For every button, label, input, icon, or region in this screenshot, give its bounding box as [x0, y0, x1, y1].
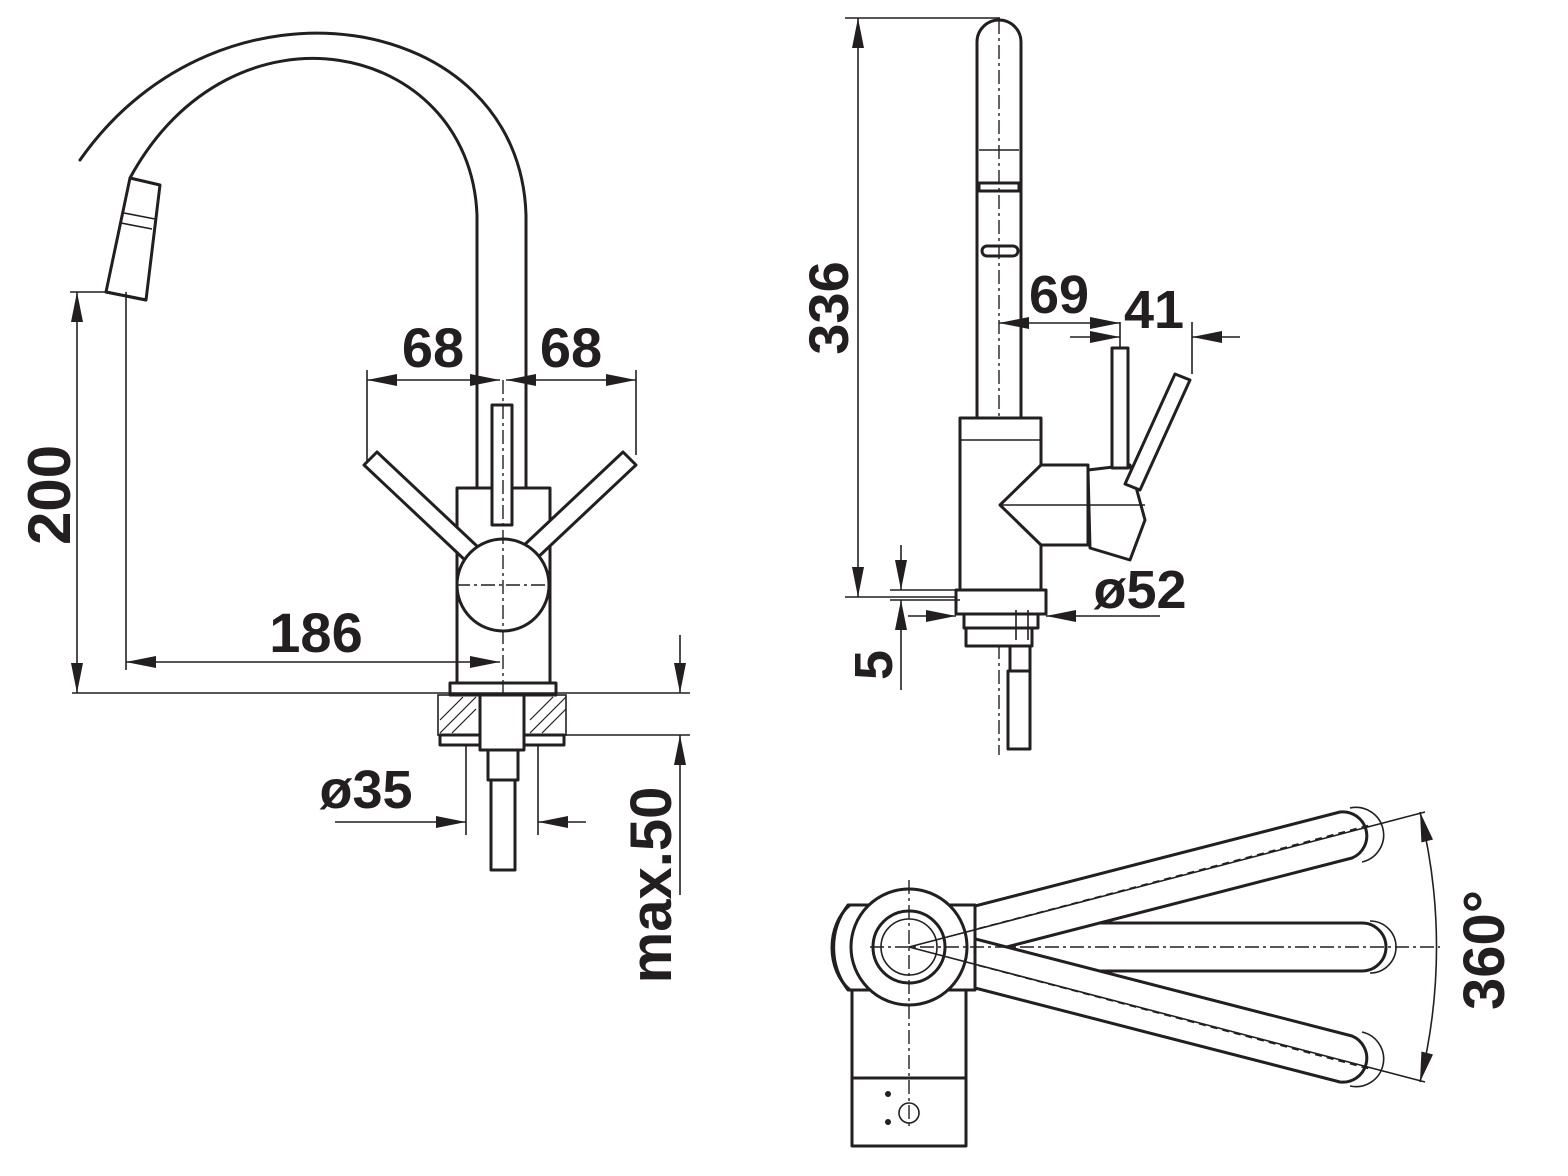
dim-total-height: 336 [797, 261, 860, 354]
dim-hole-diameter: ø35 [319, 760, 412, 820]
worktop-section [437, 693, 567, 872]
spout-arm-upper [907, 806, 1385, 971]
dim-left-lever: 68 [402, 316, 464, 379]
dim-rotation: 360° [1452, 890, 1517, 1010]
dim-height: 200 [16, 445, 83, 545]
dim-lever-reach: 41 [1124, 280, 1184, 340]
dim-right-lever: 68 [540, 316, 602, 379]
dim-base-height: 5 [844, 650, 904, 680]
dim-base-diameter: ø52 [1093, 560, 1186, 620]
dim-lever-offset: 69 [1029, 265, 1089, 325]
top-view: 360° [830, 806, 1517, 1148]
lever-center [490, 403, 514, 527]
dim-worktop: max.50 [619, 787, 684, 984]
spout-outline [78, 31, 528, 492]
side-view: 336 69 41 ø52 5 [797, 17, 1240, 755]
dim-reach: 186 [269, 601, 362, 664]
front-view: 68 68 200 186 ø35 max.50 [16, 31, 690, 984]
